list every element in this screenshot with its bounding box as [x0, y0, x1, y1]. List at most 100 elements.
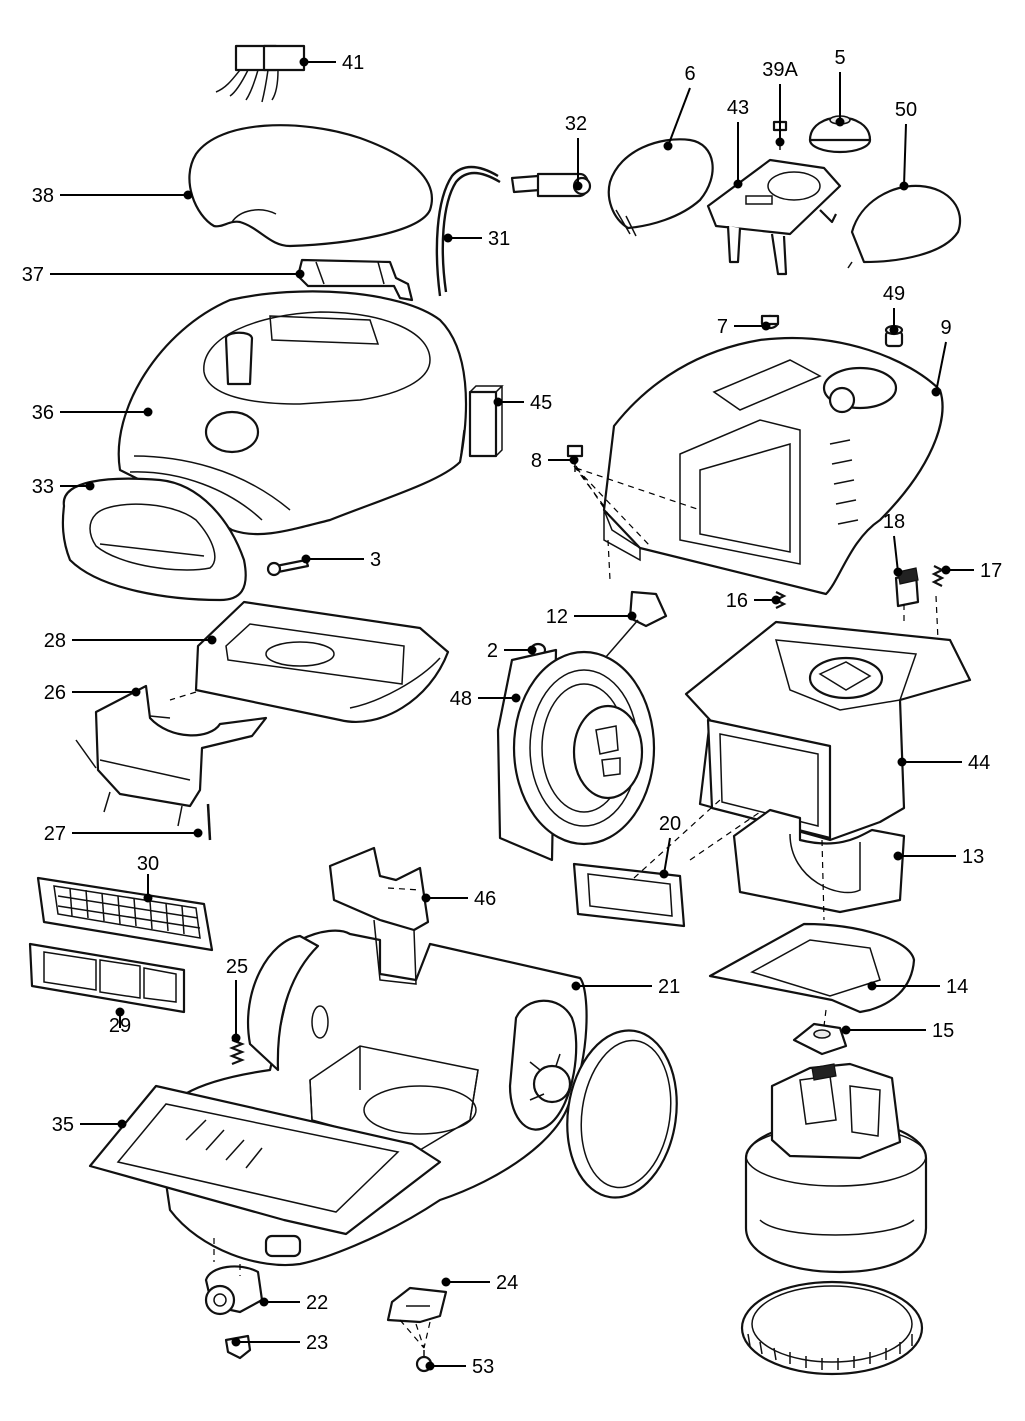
callout-dot [117, 1119, 127, 1129]
callout-label: 21 [658, 976, 680, 998]
callout-dot [897, 757, 907, 767]
callout-35: 35 [52, 1114, 127, 1136]
callout-label: 7 [717, 316, 728, 338]
callout-dot [425, 1361, 435, 1371]
callout-label: 14 [946, 976, 968, 998]
callout-label: 13 [962, 846, 984, 868]
callout-label: 3 [370, 549, 381, 571]
callout-dot [207, 635, 217, 645]
part-36-upper-housing [117, 290, 468, 536]
callout-dot [295, 269, 305, 279]
callout-dot [893, 851, 903, 861]
callout-label: 50 [895, 99, 917, 121]
part-29-filter [28, 942, 186, 1014]
callout-49: 49 [883, 283, 905, 335]
part-13-gasket [708, 922, 916, 1014]
callout-label: 43 [727, 97, 749, 119]
part-45-filter-panel [468, 385, 504, 458]
part-25-spring [229, 1038, 245, 1066]
callout-label: 2 [487, 640, 498, 662]
callout-label: 49 [883, 283, 905, 305]
callout-label: 35 [52, 1114, 74, 1136]
callout-dot [493, 397, 503, 407]
part-37-latch [296, 258, 414, 302]
callout-label: 8 [531, 450, 542, 472]
callout-44: 44 [897, 752, 990, 774]
callout-7: 7 [717, 316, 771, 338]
callout-dot [867, 981, 877, 991]
callout-dot [511, 693, 521, 703]
part-46-motor-cap [792, 1022, 848, 1056]
callout-dot [931, 387, 941, 397]
callout-label: 32 [565, 113, 587, 135]
callout-36: 36 [32, 402, 153, 424]
callout-leader-line [893, 535, 899, 573]
part-30-exhaust-grille [36, 876, 214, 952]
callout-dot [421, 893, 431, 903]
part-22-caster-wheel [204, 1265, 264, 1316]
callout-39a: 39A [762, 59, 798, 147]
callout-dot [115, 1007, 125, 1017]
callout-dot [771, 595, 781, 605]
callout-22: 22 [259, 1292, 328, 1314]
part-41-wire-connector [215, 44, 306, 103]
callout-dot [893, 567, 903, 577]
callout-dot [573, 181, 583, 191]
callout-46: 46 [421, 888, 496, 910]
callout-label: 5 [834, 47, 845, 69]
callout-label: 38 [32, 185, 54, 207]
callout-23: 23 [231, 1332, 328, 1354]
part-16-cord-reel [496, 648, 656, 862]
part-2-filter-frame [572, 862, 686, 928]
callout-50: 50 [895, 99, 917, 191]
callout-dot [889, 325, 899, 335]
callout-label: 29 [109, 1015, 131, 1037]
callout-dot [301, 554, 311, 564]
callout-label: 53 [472, 1356, 494, 1378]
callout-37: 37 [22, 264, 305, 286]
callouts: 4138373633328262730292535222324533231456… [22, 47, 1003, 1378]
callout-dot [663, 141, 673, 151]
part-43-handle-bracket [706, 158, 842, 276]
assembly-guide-lines [169, 465, 939, 1349]
part-33-front-cover [61, 477, 247, 602]
callout-dot [183, 190, 193, 200]
part-8-spring-right [931, 565, 945, 587]
callout-43: 43 [727, 97, 749, 189]
callout-dot [733, 179, 743, 189]
callout-dot [443, 233, 453, 243]
part-9-switch [894, 567, 920, 608]
callout-label: 24 [496, 1272, 518, 1294]
callout-29: 29 [109, 1007, 131, 1037]
callout-label: 18 [883, 511, 905, 533]
callout-3: 3 [301, 549, 381, 571]
callout-label: 23 [306, 1332, 328, 1354]
callout-leader-line [935, 341, 947, 393]
callout-32: 32 [565, 113, 587, 191]
callout-21: 21 [571, 976, 680, 998]
callout-label: 16 [726, 590, 748, 612]
part-21-wheel [566, 1029, 678, 1199]
callout-dot [143, 407, 153, 417]
callout-dot [231, 1337, 241, 1347]
callout-leader-line [667, 87, 691, 147]
callout-label: 48 [450, 688, 472, 710]
callout-25: 25 [226, 956, 248, 1043]
callout-30: 30 [137, 853, 159, 903]
callout-dot [835, 117, 845, 127]
callout-17: 17 [941, 560, 1002, 582]
callout-label: 25 [226, 956, 248, 978]
callout-label: 6 [684, 63, 695, 85]
callout-dot [231, 1033, 241, 1043]
callout-leader-line [903, 123, 907, 187]
callout-12: 12 [546, 606, 637, 628]
callout-8: 8 [531, 450, 579, 472]
callout-label: 39A [762, 59, 798, 81]
callout-dot [569, 455, 579, 465]
callout-41: 41 [299, 52, 364, 74]
callout-label: 44 [968, 752, 990, 774]
callout-5: 5 [834, 47, 846, 127]
callout-28: 28 [44, 630, 217, 652]
callout-33: 33 [32, 476, 95, 498]
part-27-pin [206, 803, 212, 841]
